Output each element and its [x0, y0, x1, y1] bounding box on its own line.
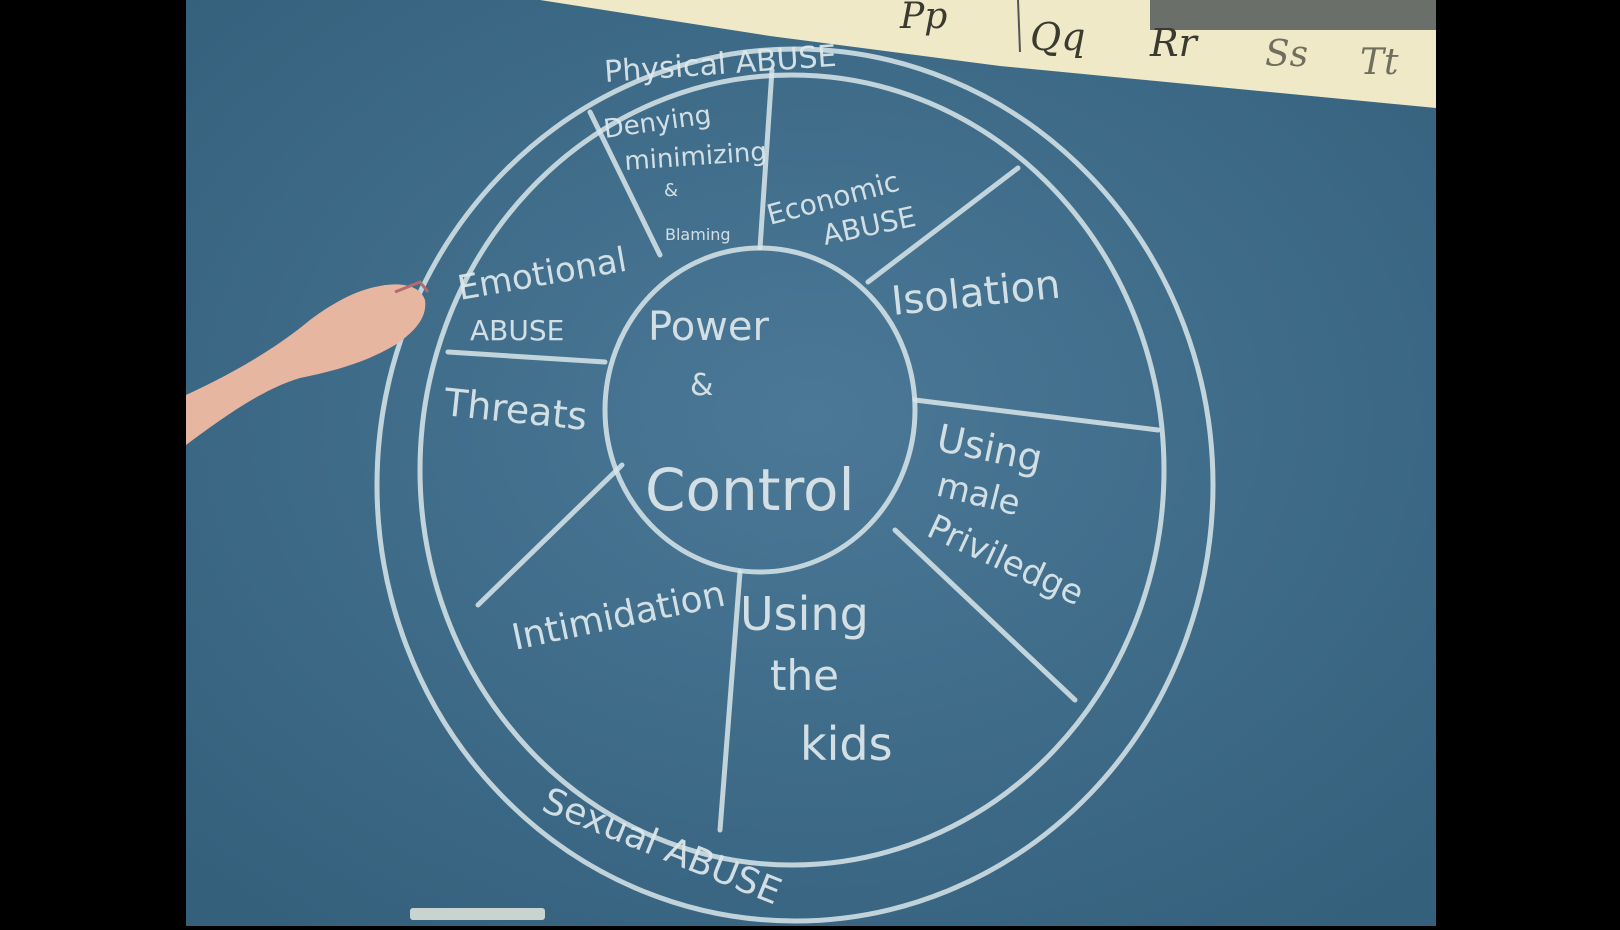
strip-letter: Ss [1265, 34, 1308, 75]
chalk-eraser [410, 908, 545, 920]
inner-ring [417, 72, 1167, 868]
hub-power: Power [648, 304, 769, 350]
svg-text:kids: kids [800, 717, 893, 771]
outer-ring [374, 46, 1216, 924]
segment-using-the-kids: Using the kids [740, 587, 893, 771]
svg-text:ABUSE: ABUSE [470, 314, 564, 347]
alphabet-strip: Pp Qq Rr Ss Tt [540, 0, 1436, 108]
svg-text:&: & [664, 180, 678, 201]
pointing-arm [186, 280, 430, 445]
chalkboard [186, 0, 1436, 926]
strip-letter: Qq [1030, 15, 1085, 59]
strip-letter: Rr [1149, 21, 1200, 65]
spokes [445, 67, 1161, 833]
strip-letter: Pp [899, 0, 947, 37]
svg-text:Blaming: Blaming [665, 225, 731, 244]
svg-text:the: the [770, 651, 839, 700]
hub-control: Control [645, 456, 855, 524]
hub-and: & [690, 368, 713, 403]
power-control-wheel [374, 46, 1216, 924]
strip-letter: Tt [1360, 42, 1399, 83]
svg-text:Using: Using [740, 587, 869, 641]
